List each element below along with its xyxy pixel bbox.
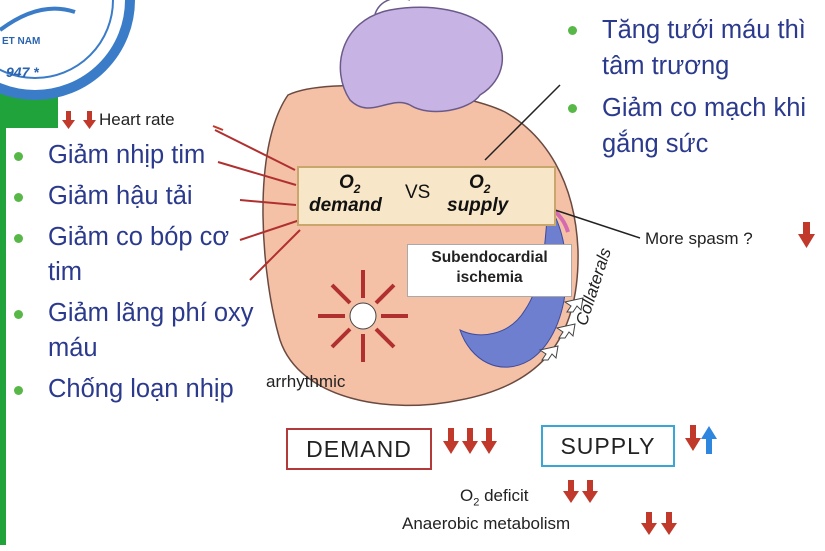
o2-deficit-subscript: 2 (473, 496, 480, 509)
left-bullet-list: Giảm nhịp tim Giảm hậu tải Giảm co bóp c… (6, 138, 256, 413)
aorta (339, 6, 504, 113)
ischemia-line-2: ischemia (456, 269, 523, 286)
right-bullet-list: Tăng tưới máu thì tâm trương Giảm co mạc… (560, 12, 825, 168)
arrhythmic-label: arrhythmic (266, 372, 346, 391)
o2-deficit-symbol: O (460, 486, 474, 505)
o2-supply-symbol: O2 (469, 172, 491, 196)
collateral-arrows (538, 297, 584, 361)
subendocardial-ischemia-label: Subendocardial ischemia (407, 244, 572, 297)
logo-text-1: ET NAM (2, 36, 41, 47)
heart-rate-label: Heart rate (99, 110, 175, 129)
o2-demand-symbol: O2 (339, 172, 361, 196)
heart-rate-down-arrows (62, 111, 96, 129)
supply-arrows (685, 425, 717, 454)
right-bullet-item: Tăng tưới máu thì tâm trương (560, 12, 825, 84)
arrhythmia-burst (318, 270, 408, 362)
demand-box: DEMAND (286, 428, 432, 470)
right-bullet-item: Giảm co mạch khi gắng sức (560, 90, 825, 162)
o2-demand-label: demand (309, 195, 382, 216)
o2-deficit-label: O2 deficit (460, 486, 529, 508)
demand-down-arrows (443, 428, 497, 454)
o2-deficit-text: deficit (484, 486, 529, 505)
left-bullet-item: Giảm lãng phí oxy máu (6, 296, 256, 366)
ischemia-line-1: Subendocardial (431, 249, 548, 266)
white-panel (6, 128, 258, 548)
spasm-down-arrow (798, 222, 815, 248)
left-bullet-item: Giảm co bóp cơ tim (6, 220, 256, 290)
anaerobic-down-arrows (641, 512, 677, 535)
more-spasm-label: More spasm ? (645, 229, 753, 248)
deficit-down-arrows (563, 480, 598, 503)
o2-supply-label: supply (447, 195, 509, 216)
logo-text-2: 947 * (6, 64, 39, 80)
left-bullet-item: Giảm hậu tải (6, 179, 256, 214)
o2-demand-vs-supply-box: O2 demand VS O2 supply (297, 166, 556, 226)
left-bullet-item: Giảm nhịp tim (6, 138, 256, 173)
institute-logo (0, 0, 135, 100)
vs-label: VS (405, 182, 431, 203)
heart-rate-lines (214, 129, 301, 281)
left-bullet-item: Chống loạn nhịp (6, 372, 256, 407)
anaerobic-metabolism-label: Anaerobic metabolism (402, 514, 571, 533)
supply-box: SUPPLY (541, 425, 675, 467)
